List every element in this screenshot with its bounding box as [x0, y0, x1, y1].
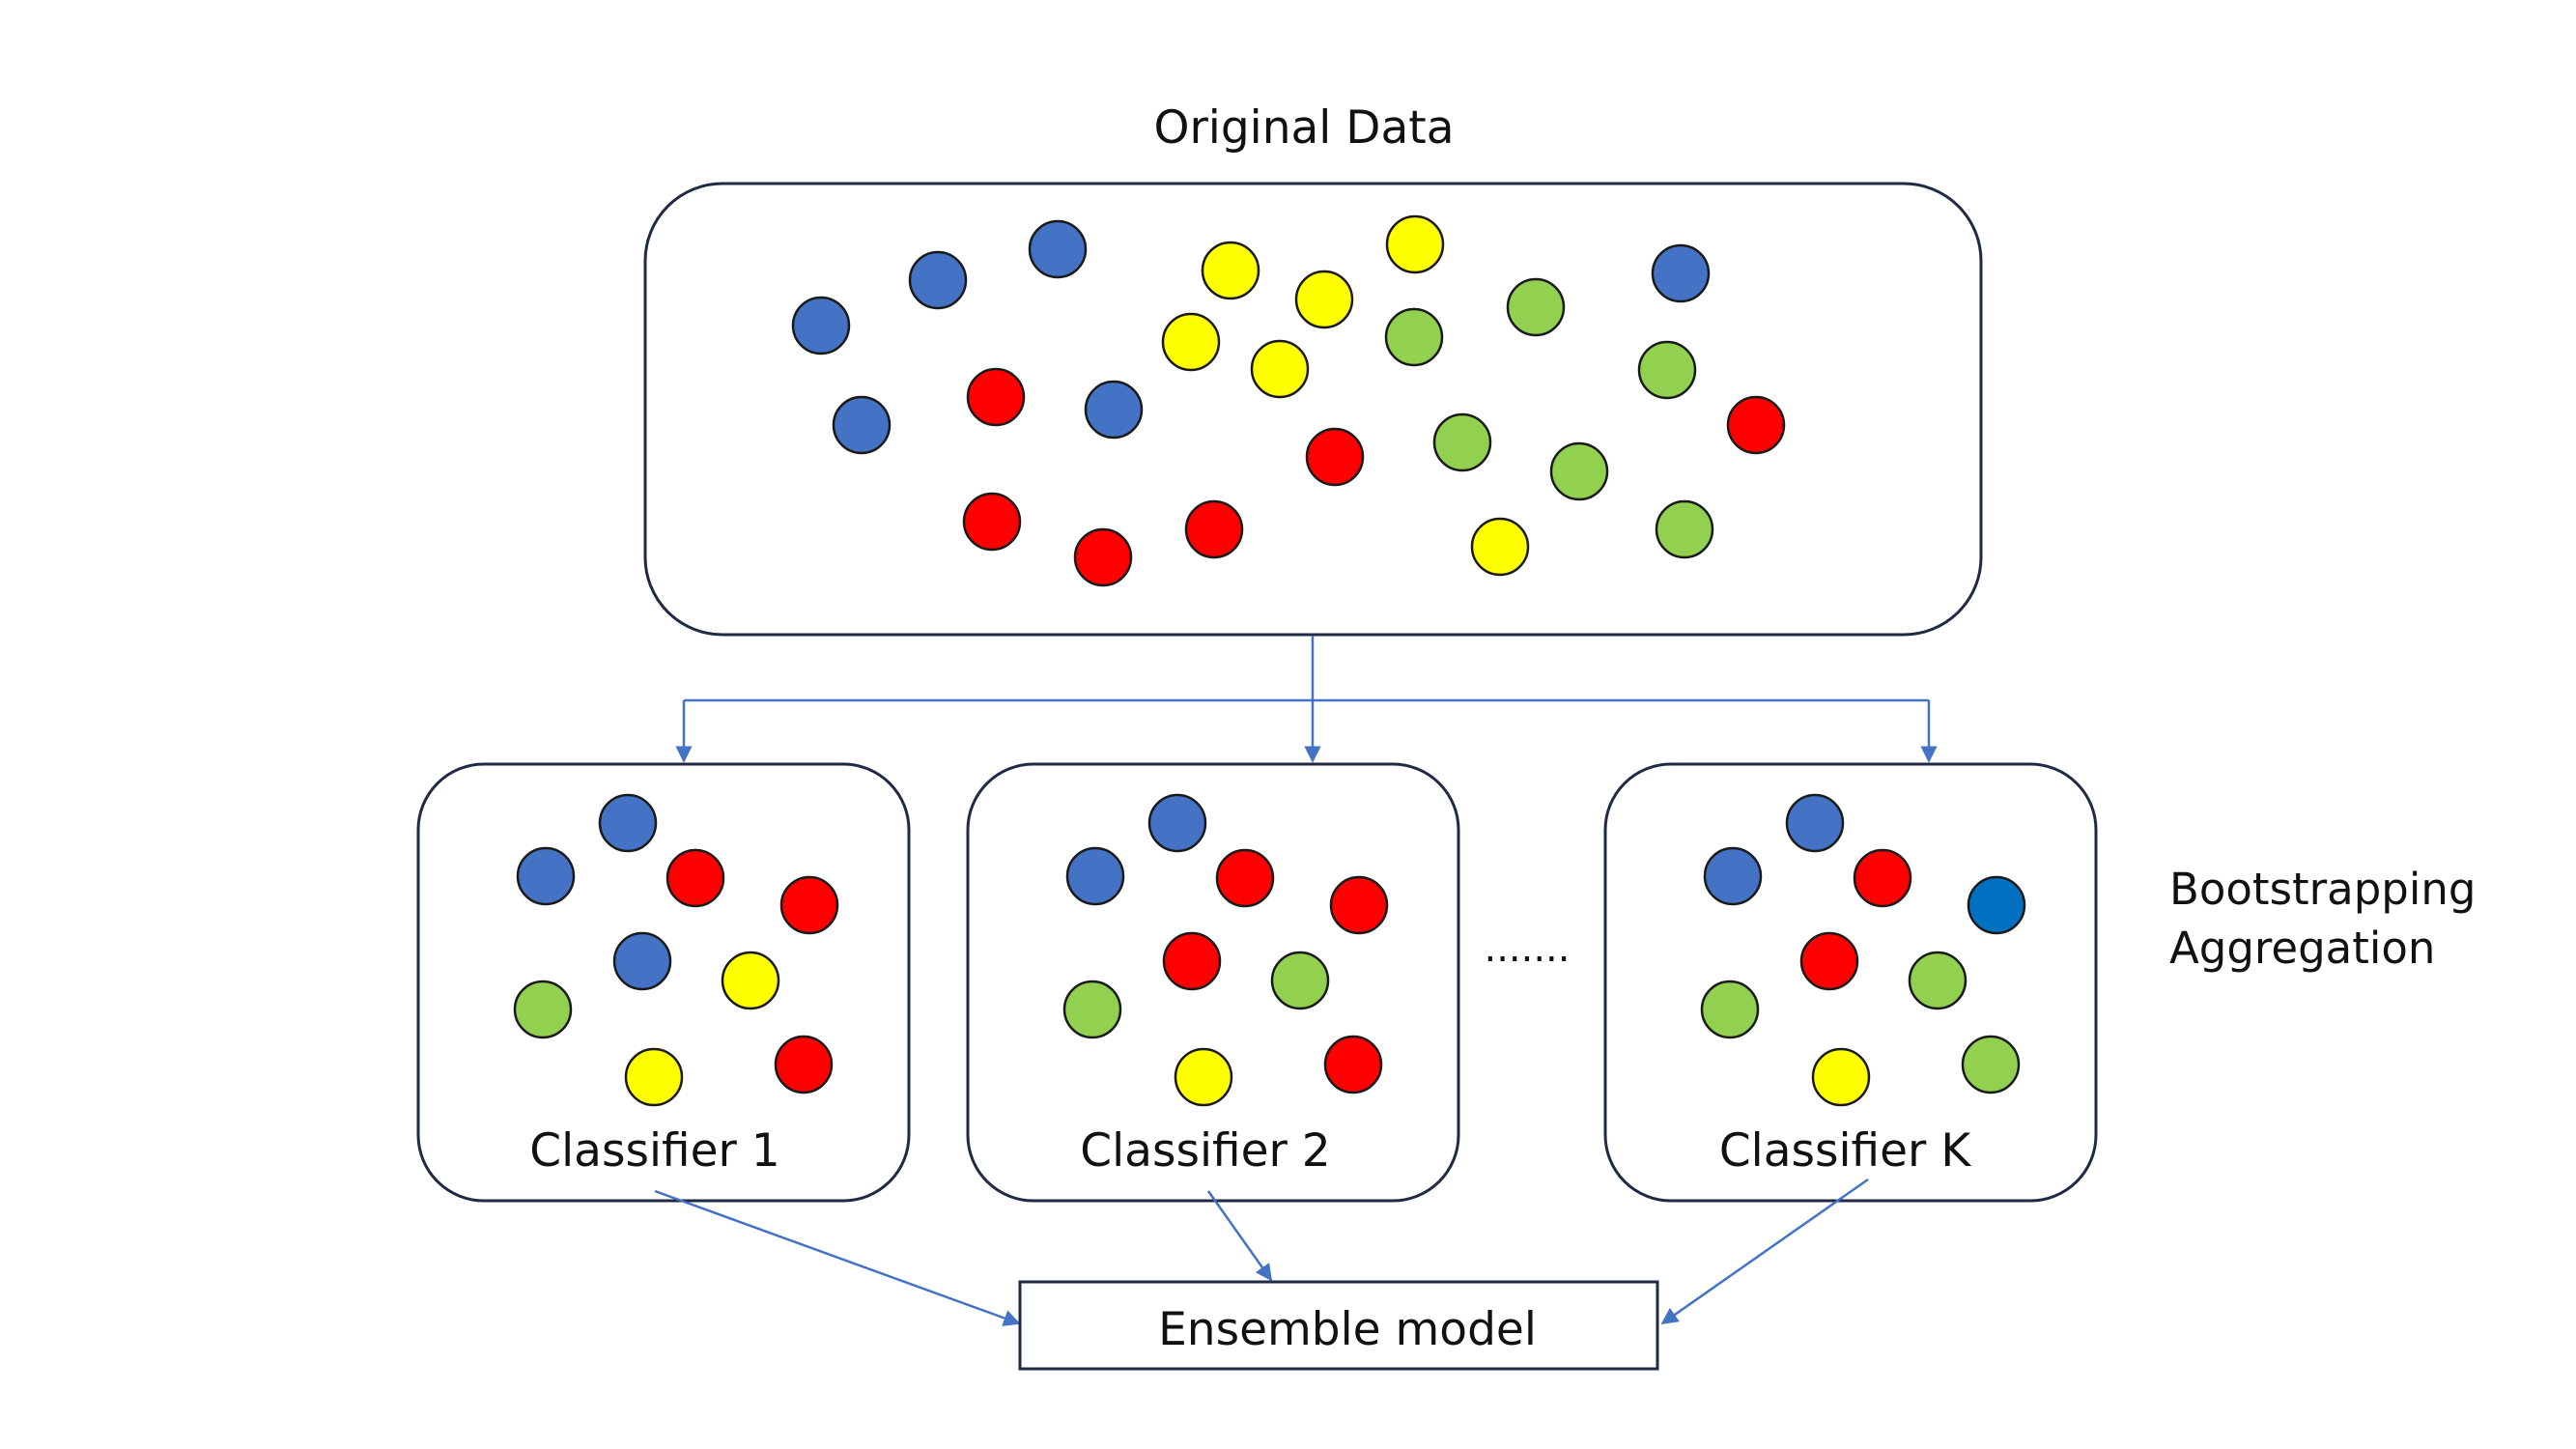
classifier-1-blue-dot	[612, 931, 672, 991]
classifier-2-blue-dot	[1065, 846, 1125, 906]
classifier-3-red-dot	[1853, 848, 1912, 908]
original-yellow-dot	[1250, 339, 1310, 399]
classifier-2-green-dot	[1270, 951, 1330, 1010]
original-yellow-dot	[1294, 270, 1354, 329]
original-blue-dot	[1028, 219, 1088, 279]
aggregation-arrows	[654, 1178, 1869, 1326]
classifier-3-green-dot	[1961, 1035, 2021, 1094]
classifier-box-2: Classifier 2	[966, 762, 1460, 1203]
classifier-2-blue-dot	[1147, 793, 1207, 853]
classifier-2-red-dot	[1329, 875, 1389, 935]
classifier-k-points	[1700, 793, 2026, 1107]
aggregation-label: Aggregation	[2169, 923, 2435, 974]
classifier-1-blue-dot	[598, 793, 658, 853]
arrow-classifier-k-to-ensemble	[1660, 1178, 1869, 1325]
original-blue-dot	[908, 250, 968, 310]
classifier-2-yellow-dot	[1174, 1047, 1233, 1107]
classifier-box-k: Classifier K	[1603, 762, 2098, 1203]
original-data-points	[791, 214, 1786, 587]
classifier-3-dark_blue-dot	[1967, 875, 2026, 935]
ensemble-model-box	[1018, 1280, 1659, 1371]
classifier-1-red-dot	[779, 875, 839, 935]
original-red-dot	[1726, 395, 1786, 455]
classifier-1-label: Classifier 1	[529, 1124, 779, 1178]
classifier-2-label: Classifier 2	[1080, 1124, 1330, 1178]
classifier-3-yellow-dot	[1811, 1047, 1871, 1107]
classifier-3-blue-dot	[1703, 846, 1763, 906]
original-data-title: Original Data	[1153, 101, 1454, 155]
split-connectors	[675, 636, 1938, 763]
original-green-dot	[1384, 307, 1444, 367]
classifier-k-label: Classifier K	[1719, 1124, 1971, 1178]
original-green-dot	[1549, 441, 1609, 501]
classifier-3-green-dot	[1700, 980, 1760, 1039]
classifier-2-green-dot	[1062, 980, 1122, 1039]
classifier-3-green-dot	[1908, 951, 1967, 1010]
classifier-1-red-dot	[665, 848, 725, 908]
original-blue-dot	[1084, 380, 1144, 440]
original-yellow-dot	[1385, 214, 1445, 274]
original-blue-dot	[791, 296, 851, 355]
ellipsis: .......	[1484, 926, 1570, 971]
classifier-3-blue-dot	[1785, 793, 1845, 853]
original-yellow-dot	[1201, 241, 1260, 300]
classifier-1-blue-dot	[516, 846, 576, 906]
original-blue-dot	[1651, 243, 1711, 303]
original-yellow-dot	[1161, 312, 1221, 372]
classifier-2-red-dot	[1215, 848, 1275, 908]
original-yellow-dot	[1470, 517, 1530, 577]
classifier-2-red-dot	[1162, 931, 1222, 991]
classifier-2-red-dot	[1323, 1035, 1383, 1094]
original-red-dot	[962, 492, 1022, 552]
original-red-dot	[1305, 427, 1365, 487]
original-green-dot	[1432, 412, 1492, 472]
original-red-dot	[966, 367, 1026, 427]
original-blue-dot	[832, 395, 892, 455]
ensemble-model-label: Ensemble model	[1158, 1303, 1537, 1356]
classifier-1-yellow-dot	[624, 1047, 684, 1107]
original-green-dot	[1637, 340, 1697, 400]
original-green-dot	[1655, 499, 1714, 559]
original-red-dot	[1184, 499, 1244, 559]
classifier-box-1: Classifier 1	[416, 762, 911, 1203]
classifier-1-yellow-dot	[721, 951, 780, 1010]
arrow-classifier-1-to-ensemble	[654, 1189, 1021, 1326]
original-green-dot	[1506, 277, 1566, 337]
classifier-1-green-dot	[513, 980, 573, 1039]
classifier-1-points	[513, 793, 839, 1107]
classifier-1-red-dot	[774, 1035, 834, 1094]
classifier-3-red-dot	[1799, 931, 1859, 991]
classifier-2-points	[1062, 793, 1389, 1107]
bootstrapping-label: Bootstrapping	[2169, 864, 2476, 915]
arrow-classifier-2-to-ensemble	[1206, 1190, 1273, 1282]
original-red-dot	[1073, 527, 1133, 587]
